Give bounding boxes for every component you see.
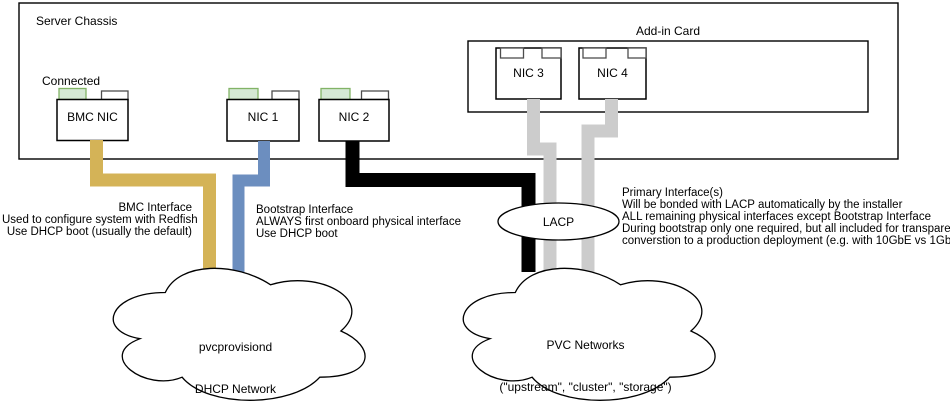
annotation-line: During bootstrap only one required, but …	[622, 223, 950, 235]
lacp-ellipse	[497, 202, 620, 241]
annotation-line: Used to configure system with Redfish	[2, 214, 198, 226]
annotation-line: Use DHCP boot (usually the default)	[6, 226, 192, 238]
annotation-line: ALL remaining physical interfaces except…	[622, 211, 931, 223]
nic4-cable	[581, 99, 618, 272]
nic4-port-a	[582, 47, 607, 59]
nic2-label: NIC 2	[338, 110, 370, 124]
annotation-line: Will be bonded with LACP automatically b…	[622, 199, 903, 211]
bmc-cable	[90, 140, 216, 272]
nic1-empty-port	[271, 90, 300, 101]
nic4-label: NIC 4	[597, 66, 628, 80]
bmc-nic-box	[56, 98, 129, 142]
nic4-port-b	[627, 47, 647, 59]
annotation-line: Primary Interface(s)	[622, 187, 723, 199]
lacp-label: LACP	[542, 215, 575, 229]
bmc-nic-label: BMC NIC	[67, 110, 118, 124]
annotation-line: BMC Interface	[118, 202, 193, 214]
annotation-line: ALWAYS first onboard physical interface	[256, 216, 461, 228]
nic1-label: NIC 1	[247, 110, 279, 124]
bmc-nic-empty-port	[100, 90, 129, 101]
dhcp-cloud-label: pvcprovisiond DHCP Network	[95, 312, 376, 411]
nic2-empty-port	[360, 90, 390, 101]
primary-interface-annotation: Primary Interface(s) Will be bonded with…	[622, 187, 950, 247]
bmc-interface-annotation: BMC Interface Used to configure system w…	[2, 202, 198, 238]
pvc-cloud-line1: PVC Networks	[546, 338, 625, 352]
nic3-port-b	[541, 47, 562, 59]
nic2-connected-port	[320, 87, 351, 101]
bmc-nic-connected-port	[58, 87, 87, 101]
nic1-box	[226, 98, 300, 142]
pvc-cloud-label: PVC Networks ("upstream", "cluster", "st…	[445, 310, 726, 411]
annotation-line: Use DHCP boot	[256, 228, 338, 240]
addin-card-label: Add-in Card	[635, 24, 701, 38]
dhcp-network-cloud	[112, 267, 366, 401]
nic3-port-a	[499, 47, 525, 59]
dhcp-cloud-line1: pvcprovisiond	[198, 340, 273, 354]
annotation-line: converstion to a production deployment (…	[622, 235, 950, 247]
dhcp-cloud-line2: DHCP Network	[194, 382, 277, 396]
server-chassis-label: Server Chassis	[36, 14, 118, 28]
annotation-line: Bootstrap Interface	[256, 204, 354, 216]
nic2-box	[318, 98, 390, 142]
nic3-label: NIC 3	[513, 66, 544, 80]
pvc-networks-cloud	[462, 267, 716, 401]
pvc-cloud-line2: ("upstream", "cluster", "storage")	[499, 380, 672, 394]
nic1-connected-port	[228, 87, 259, 101]
bootstrap-cable	[232, 141, 270, 272]
connected-label: Connected	[42, 74, 101, 88]
bootstrap-interface-annotation: Bootstrap Interface ALWAYS first onboard…	[256, 204, 461, 240]
